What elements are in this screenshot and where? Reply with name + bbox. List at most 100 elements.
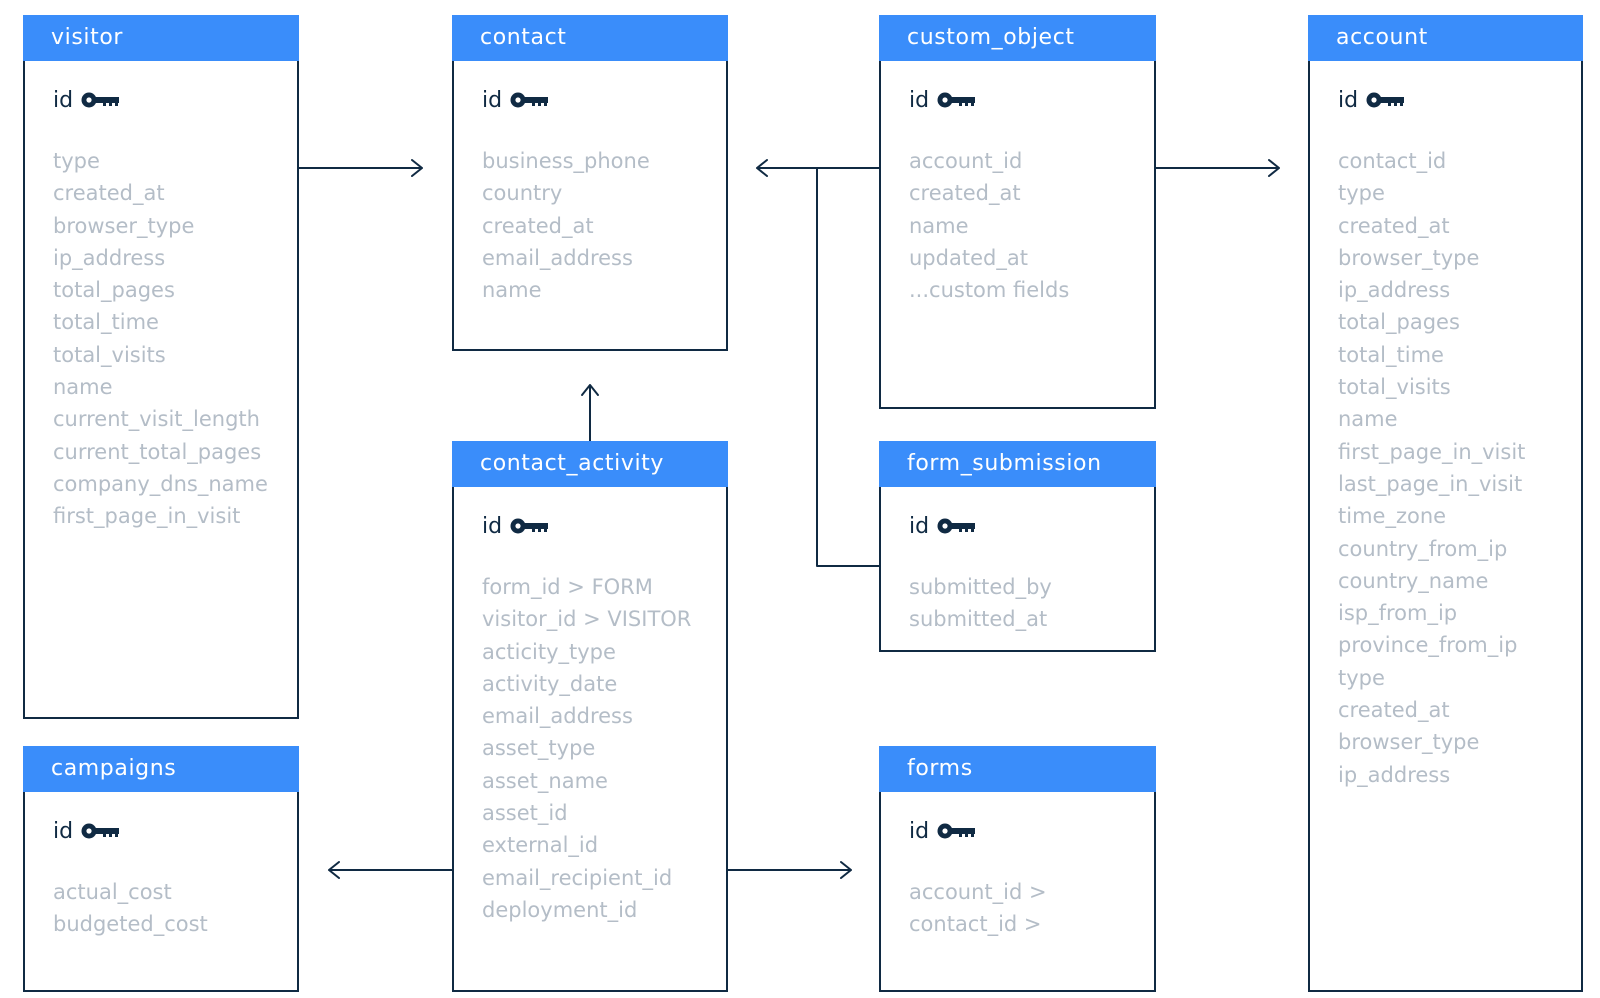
field-name: ...custom fields [909, 278, 1070, 303]
table-title: contact [452, 15, 728, 61]
field-name: external_id [482, 833, 599, 858]
connector-form-submission-contact [816, 167, 880, 567]
field-name: business_phone [482, 149, 650, 173]
field-name: type [53, 149, 100, 173]
field-list: account_id > contact_id > [909, 876, 1154, 941]
key-icon [510, 92, 549, 108]
field-name: province_from_ip [1338, 633, 1518, 658]
pk-label: id [482, 513, 503, 539]
table-title: custom_object [879, 15, 1156, 61]
primary-key: id [1338, 85, 1581, 115]
field-name: created_at [1338, 213, 1450, 238]
field-name: name [482, 278, 542, 303]
pk-label: id [53, 818, 74, 844]
connector-contact-activity-contact [581, 384, 599, 442]
field-name: actual_cost [53, 880, 172, 904]
field-name: name [909, 213, 969, 238]
field-name: first_page_in_visit [53, 504, 241, 529]
field-name: email_address [482, 245, 633, 270]
field-name: name [1338, 407, 1398, 432]
table-title: forms [879, 746, 1156, 792]
field-name: ip_address [53, 245, 166, 270]
pk-label: id [909, 818, 930, 844]
field-name: company_dns_name [53, 471, 268, 496]
field-name: acticity_type [482, 639, 616, 664]
table-title: account [1308, 15, 1583, 61]
pk-label: id [482, 87, 503, 113]
key-icon [937, 518, 976, 534]
key-icon [510, 518, 549, 534]
field-name: contact_id > [909, 912, 1042, 937]
table-forms: forms id account_id > contact_id > [879, 746, 1156, 992]
field-name: ip_address [1338, 762, 1451, 787]
field-name: name [53, 375, 113, 400]
field-name: total_time [1338, 342, 1444, 367]
table-title: contact_activity [452, 441, 728, 487]
field-name: total_pages [53, 278, 175, 303]
field-name: total_visits [1338, 375, 1451, 400]
field-name: country [482, 181, 563, 206]
primary-key: id [482, 511, 726, 541]
primary-key: id [53, 816, 297, 846]
table-visitor: visitor id type created_at browser_type ip_… [23, 15, 299, 719]
key-icon [937, 92, 976, 108]
field-name: isp_from_ip [1338, 601, 1458, 626]
field-name: current_visit_length [53, 407, 260, 432]
table-title: form_submission [879, 441, 1156, 487]
field-name: activity_date [482, 671, 618, 696]
key-icon [1366, 92, 1405, 108]
primary-key: id [53, 85, 297, 115]
field-name: browser_type [1338, 245, 1480, 270]
field-name: current_total_pages [53, 439, 262, 464]
field-name: visitor_id > VISITOR [482, 607, 692, 632]
table-contact-activity: contact_activity id form_id > FORM visito… [452, 441, 728, 992]
field-name: created_at [482, 213, 594, 238]
field-name: form_id > FORM [482, 575, 653, 599]
primary-key: id [909, 511, 1154, 541]
table-title: campaigns [23, 746, 299, 792]
connector-visitor-contact [298, 159, 423, 177]
field-name: country_name [1338, 568, 1489, 593]
field-name: submitted_by [909, 575, 1052, 599]
connector-contact-activity-forms [727, 861, 852, 879]
field-list: form_id > FORM visitor_id > VISITOR actici… [482, 571, 726, 926]
field-name: country_from_ip [1338, 536, 1508, 561]
pk-label: id [909, 87, 930, 113]
field-name: asset_id [482, 801, 568, 826]
field-name: first_page_in_visit [1338, 439, 1526, 464]
table-title: visitor [23, 15, 299, 61]
pk-label: id [53, 87, 74, 113]
key-icon [81, 823, 120, 839]
field-name: last_page_in_visit [1338, 471, 1523, 496]
field-name: email_address [482, 704, 633, 729]
field-name: deployment_id [482, 897, 638, 922]
field-name: updated_at [909, 245, 1028, 270]
field-name: account_id > [909, 880, 1047, 904]
field-name: asset_name [482, 768, 608, 793]
field-name: contact_id [1338, 149, 1447, 173]
field-name: browser_type [53, 213, 195, 238]
connector-custom-object-account [1155, 159, 1280, 177]
field-name: total_pages [1338, 310, 1460, 335]
key-icon [81, 92, 120, 108]
primary-key: id [482, 85, 726, 115]
primary-key: id [909, 816, 1154, 846]
field-name: created_at [53, 181, 165, 206]
connector-contact-activity-campaigns [328, 861, 453, 879]
field-name: created_at [909, 181, 1021, 206]
field-name: account_id [909, 149, 1023, 173]
field-name: browser_type [1338, 730, 1480, 755]
field-name: email_recipient_id [482, 865, 673, 890]
field-name: type [1338, 665, 1385, 690]
field-name: total_visits [53, 342, 166, 367]
field-name: asset_type [482, 736, 596, 761]
